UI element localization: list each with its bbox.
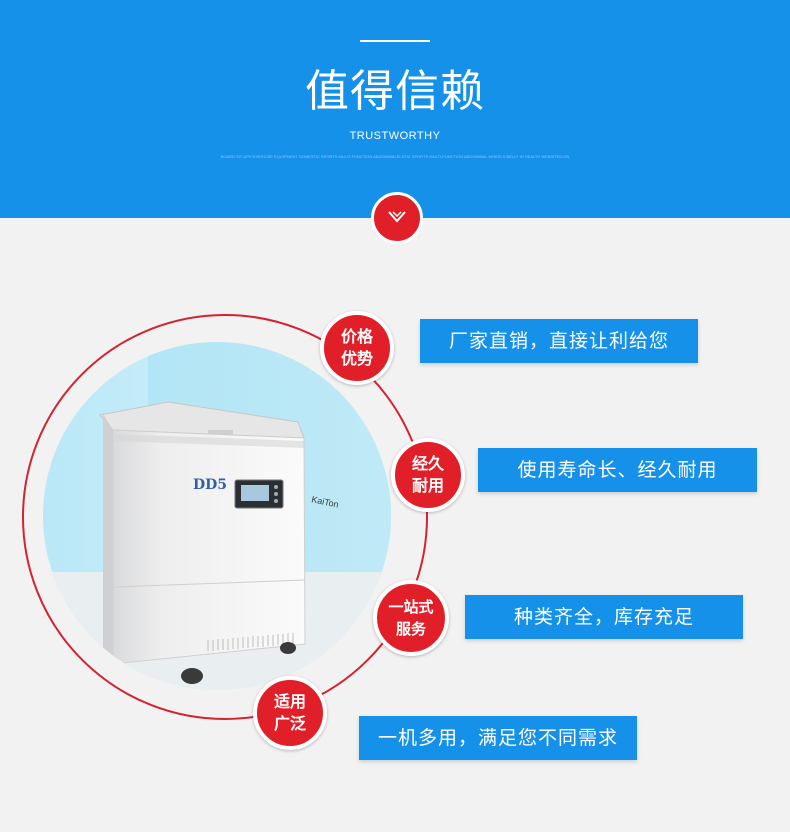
badge-line-2: 耐用: [411, 476, 444, 495]
badge-line-1: 价格: [340, 327, 373, 346]
feature-text-service: 种类齐全，库存充足: [465, 595, 743, 639]
model-label: DD5: [193, 477, 227, 493]
page-title: 值得信赖: [305, 66, 485, 117]
feature-text-price: 厂家直销，直接让利给您: [420, 319, 698, 363]
decorative-ring: [22, 314, 428, 720]
badge-line-1: 一站式: [388, 598, 434, 616]
badge-line-1: 经久: [411, 454, 444, 473]
badge-line-2: 服务: [395, 620, 426, 638]
badge-line-1: 适用: [273, 692, 306, 711]
chevron-down-icon: [388, 211, 406, 223]
feature-badge-service: 一站式 服务: [373, 580, 449, 656]
centrifuge-illustration: DD5 KaiTon: [43, 342, 391, 690]
header-tagline: BOARD SIT-UPS EXERCISE EQUIPMENT DOMESTI…: [220, 154, 570, 159]
feature-badge-versatile: 适用 广泛: [253, 676, 327, 750]
page-subtitle: TRUSTWORTHY: [349, 130, 441, 142]
header-divider: [360, 40, 430, 42]
badge-line-2: 广泛: [273, 714, 306, 733]
feature-text-versatile: 一机多用，满足您不同需求: [359, 716, 637, 760]
scroll-down-button[interactable]: [371, 192, 423, 244]
badge-line-2: 优势: [340, 349, 373, 368]
header-banner: 值得信赖 TRUSTWORTHY BOARD SIT-UPS EXERCISE …: [0, 0, 790, 218]
feature-text-durable: 使用寿命长、经久耐用: [478, 448, 757, 492]
feature-badge-price: 价格 优势: [320, 311, 394, 385]
product-image: DD5 KaiTon: [43, 342, 391, 690]
feature-badge-durable: 经久 耐用: [391, 438, 465, 512]
